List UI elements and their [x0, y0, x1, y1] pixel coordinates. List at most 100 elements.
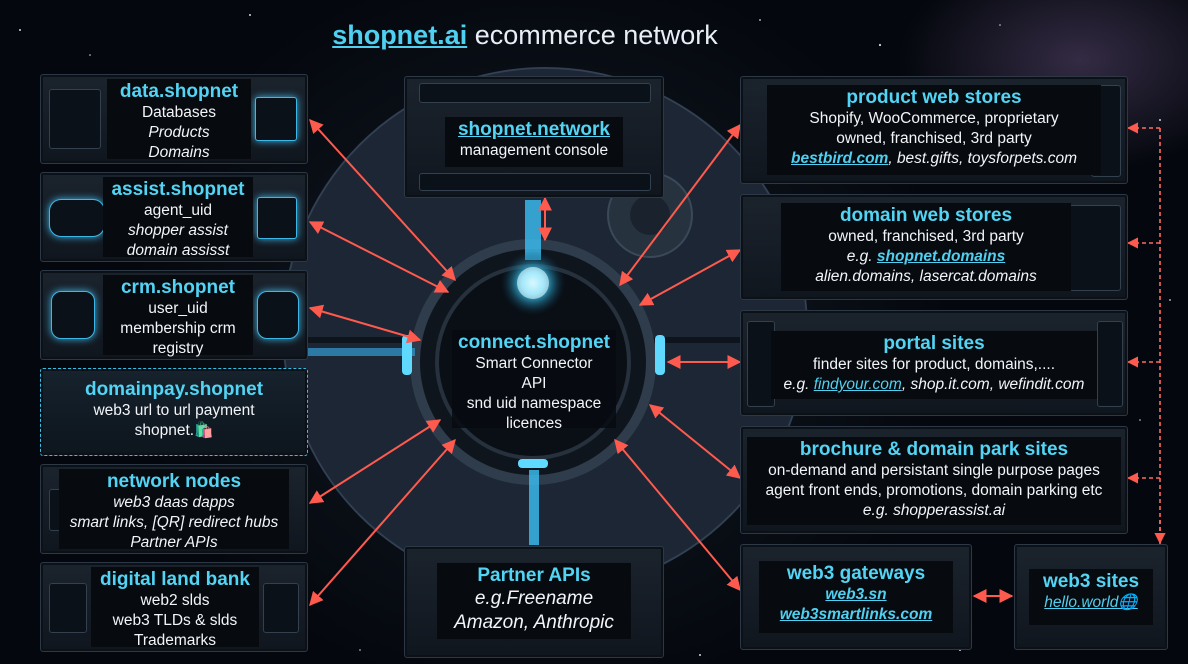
- web3-gateways-label: web3 gateways web3.sn web3smartlinks.com: [759, 561, 953, 633]
- data-shopnet-line: Domains: [148, 144, 210, 161]
- crm-shopnet-title: crm.shopnet: [120, 277, 236, 298]
- title-rest: ecommerce network: [467, 20, 718, 50]
- data-shopnet-label: data.shopnet Databases Products Domains: [107, 79, 251, 161]
- shopnet-network-panel[interactable]: shopnet.network management console: [404, 76, 664, 198]
- domain-web-stores-panel[interactable]: domain web stores owned, franchised, 3rd…: [740, 194, 1128, 300]
- vault-icon: [263, 583, 299, 633]
- web3-sn-link[interactable]: web3.sn: [825, 586, 887, 603]
- brochure-domain-park-title: brochure & domain park sites: [799, 439, 1069, 460]
- connection-arrows: [308, 118, 1014, 607]
- data-shopnet-panel[interactable]: data.shopnet Databases Products Domains: [40, 74, 308, 164]
- bestbird-link[interactable]: bestbird.com: [791, 150, 889, 167]
- network-nodes-panel[interactable]: network nodes web3 daas dapps smart link…: [40, 464, 308, 554]
- portal-sites-title: portal sites: [883, 333, 985, 354]
- dashed-arrows: [1126, 122, 1166, 545]
- domainpay-shopnet-title: domainpay.shopnet: [84, 379, 264, 400]
- title-brand-link[interactable]: shopnet.ai: [332, 20, 468, 50]
- domainpay-shopnet-line: shopnet.🛍️: [134, 422, 214, 439]
- web3smartlinks-link[interactable]: web3smartlinks.com: [779, 606, 933, 623]
- assist-shopnet-line: shopper assist: [128, 222, 228, 239]
- partner-apis-line: Amazon, Anthropic: [454, 612, 614, 633]
- domain-web-stores-examples: alien.domains, lasercat.domains: [815, 268, 1037, 285]
- crm-shopnet-panel[interactable]: crm.shopnet user_uid membership crm regi…: [40, 270, 308, 360]
- web3-sites-title: web3 sites: [1042, 571, 1140, 592]
- portal-sites-label: portal sites finder sites for product, d…: [771, 331, 1097, 399]
- crm-shopnet-line: user_uid: [148, 300, 208, 317]
- crm-shopnet-line: registry: [152, 340, 204, 357]
- product-web-stores-line: Shopify, WooCommerce, proprietary: [809, 110, 1059, 127]
- domain-web-stores-line: owned, franchised, 3rd party: [828, 228, 1024, 245]
- network-nodes-title: network nodes: [106, 471, 242, 492]
- digital-land-bank-title: digital land bank: [100, 569, 250, 590]
- data-shopnet-line: Products: [148, 124, 210, 141]
- web3-sites-panel[interactable]: web3 sites hello.world🌐: [1014, 544, 1168, 650]
- product-web-stores-line: owned, franchised, 3rd party: [836, 130, 1032, 147]
- assist-shopnet-label: assist.shopnet agent_uid shopper assist …: [103, 177, 253, 259]
- partner-apis-line: e.g.Freename: [474, 588, 594, 609]
- data-shopnet-line: Databases: [141, 104, 217, 121]
- page-title: shopnet.ai ecommerce network: [0, 20, 1050, 51]
- product-web-stores-title: product web stores: [846, 87, 1022, 108]
- assist-shopnet-line: domain assisst: [126, 242, 230, 259]
- side-rack-icon: [1097, 321, 1123, 407]
- rack-strip-top: [419, 83, 651, 103]
- portal-sites-panel[interactable]: portal sites finder sites for product, d…: [740, 310, 1128, 416]
- brochure-domain-park-line: agent front ends, promotions, domain par…: [765, 482, 1103, 499]
- brochure-domain-park-panel[interactable]: brochure & domain park sites on-demand a…: [740, 426, 1128, 534]
- rack-strip-bottom: [419, 173, 651, 191]
- assist-shopnet-line: agent_uid: [143, 202, 213, 219]
- domainpay-shopnet-label: domainpay.shopnet web3 url to url paymen…: [71, 377, 277, 447]
- domain-web-stores-label: domain web stores owned, franchised, 3rd…: [781, 203, 1071, 291]
- brochure-domain-park-line: e.g. shopperassist.ai: [862, 502, 1006, 519]
- portal-sites-line: finder sites for product, domains,....: [812, 356, 1056, 373]
- product-web-stores-label: product web stores Shopify, WooCommerce,…: [767, 85, 1101, 175]
- screen-icon: [255, 97, 297, 141]
- vault-icon: [49, 583, 87, 633]
- connect-shopnet-line: API: [521, 375, 547, 392]
- network-nodes-label: network nodes web3 daas dapps smart link…: [59, 469, 289, 551]
- digital-land-bank-line: Trademarks: [133, 632, 217, 649]
- brochure-domain-park-line: on-demand and persistant single purpose …: [768, 462, 1100, 479]
- domainpay-shopnet-panel[interactable]: domainpay.shopnet web3 url to url paymen…: [40, 368, 308, 456]
- digital-land-bank-line: web3 TLDs & slds: [112, 612, 238, 629]
- product-web-stores-panel[interactable]: product web stores Shopify, WooCommerce,…: [740, 76, 1128, 184]
- domainpay-shopnet-line: web3 url to url payment: [93, 402, 255, 419]
- product-web-stores-examples: , best.gifts, toysforpets.com: [888, 150, 1077, 167]
- shopnet-network-subtitle: management console: [459, 142, 609, 159]
- network-nodes-line: smart links, [QR] redirect hubs: [69, 514, 279, 531]
- partner-apis-label: Partner APIs e.g.Freename Amazon, Anthro…: [437, 563, 631, 639]
- digital-land-bank-label: digital land bank web2 slds web3 TLDs & …: [91, 567, 259, 649]
- terminal-icon: [257, 197, 297, 239]
- web3-gateways-title: web3 gateways: [786, 563, 926, 584]
- side-rack-icon: [1069, 205, 1121, 291]
- digital-land-bank-line: web2 slds: [140, 592, 210, 609]
- scanner-icon: [49, 199, 105, 237]
- server-rack-icon: [49, 89, 101, 149]
- shopnet-network-title[interactable]: shopnet.network: [457, 119, 610, 140]
- findyour-link[interactable]: findyour.com: [813, 376, 902, 393]
- web3-gateways-panel[interactable]: web3 gateways web3.sn web3smartlinks.com: [740, 544, 972, 650]
- portal-sites-prefix: e.g.: [783, 376, 814, 393]
- assist-shopnet-panel[interactable]: assist.shopnet agent_uid shopper assist …: [40, 172, 308, 262]
- web3-sites-label: web3 sites hello.world🌐: [1029, 569, 1153, 625]
- data-shopnet-title: data.shopnet: [119, 81, 239, 102]
- connect-shopnet-hub[interactable]: connect.shopnet Smart Connector API snd …: [452, 330, 616, 432]
- shopnet-network-label: shopnet.network management console: [445, 117, 623, 167]
- assist-shopnet-title: assist.shopnet: [111, 179, 245, 200]
- connect-shopnet-title: connect.shopnet: [458, 332, 611, 353]
- hello-world-link[interactable]: hello.world🌐: [1044, 594, 1138, 611]
- digital-land-bank-panel[interactable]: digital land bank web2 slds web3 TLDs & …: [40, 562, 308, 652]
- crm-shopnet-line: membership crm: [120, 320, 236, 337]
- partner-apis-title: Partner APIs: [477, 565, 591, 586]
- crm-shopnet-label: crm.shopnet user_uid membership crm regi…: [103, 275, 253, 357]
- shopnet-domains-link[interactable]: shopnet.domains: [876, 248, 1006, 265]
- partner-apis-panel[interactable]: Partner APIs e.g.Freename Amazon, Anthro…: [404, 546, 664, 658]
- porthole-icon: [257, 291, 299, 339]
- network-nodes-line: Partner APIs: [130, 534, 218, 551]
- connect-shopnet-line: snd uid namespace: [466, 395, 602, 412]
- domain-web-stores-title: domain web stores: [839, 205, 1013, 226]
- connect-shopnet-line: licences: [506, 415, 562, 432]
- domain-web-stores-prefix: e.g.: [846, 248, 877, 265]
- porthole-icon: [51, 291, 95, 339]
